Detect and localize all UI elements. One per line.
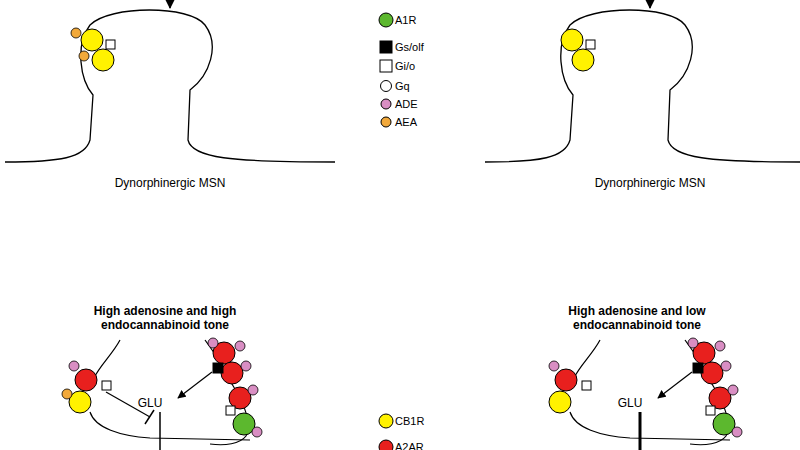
- a2ar-receptor: [229, 387, 251, 409]
- legend-label: A1R: [395, 12, 416, 28]
- ade-ligand: [732, 427, 742, 437]
- ade-ligand: [715, 341, 725, 351]
- gio-protein: [706, 406, 715, 415]
- a2ar-receptor: [701, 362, 723, 384]
- ade-ligand: [248, 385, 258, 395]
- legend-swatch: [379, 13, 393, 27]
- neuron-label: Dynorphinergic MSN: [60, 176, 280, 190]
- neuron-label: Dynorphinergic MSN: [540, 176, 760, 190]
- transmitter-label: GLU: [610, 396, 650, 410]
- legend-label: AEA: [395, 114, 417, 130]
- legend-sample: [378, 114, 394, 130]
- neuron-node: Dynorphinergic MSN: [480, 0, 800, 200]
- aea-ligand: [71, 28, 81, 38]
- ade-ligand: [688, 338, 698, 348]
- inhibition-bar: [145, 410, 154, 424]
- cb1r-receptor: [92, 49, 114, 71]
- cb1r-receptor: [572, 49, 594, 71]
- a2ar-receptor: [75, 369, 97, 391]
- cb1r-receptor: [549, 391, 571, 413]
- legend-label: A2AR: [395, 439, 424, 450]
- release-line: [159, 412, 161, 450]
- neuron-membrane: [485, 10, 800, 162]
- gio-protein: [106, 40, 115, 49]
- synapse-right: [549, 338, 742, 450]
- gio-protein: [586, 40, 595, 49]
- ade-ligand: [208, 338, 218, 348]
- a2ar-receptor: [555, 369, 577, 391]
- aea-ligand: [62, 389, 72, 399]
- legend-sample: [378, 39, 394, 55]
- legend-label: Gq: [395, 78, 410, 94]
- terminal-outline: [205, 340, 248, 445]
- glu-arrow: [658, 372, 692, 398]
- legend-swatch: [381, 117, 391, 127]
- neuron-outline: [480, 0, 800, 200]
- legend-shape: [380, 60, 392, 72]
- legend-sample: [378, 96, 394, 112]
- legend-swatch: [379, 414, 393, 428]
- ade-ligand: [549, 361, 559, 371]
- a1r-receptor: [713, 413, 735, 435]
- legend-label: Gi/o: [395, 58, 415, 74]
- ade-ligand: [252, 427, 262, 437]
- neuron-membrane: [5, 10, 335, 162]
- terminal-outline: [570, 340, 730, 440]
- legend-swatch: [381, 99, 391, 109]
- glu-arrow: [178, 372, 212, 398]
- legend-sample: [378, 413, 394, 429]
- ade-ligand: [235, 341, 245, 351]
- a2ar-receptor: [213, 342, 235, 364]
- input-arrow: [649, 0, 651, 8]
- transmitter-label: GLU: [130, 396, 170, 410]
- gio-protein: [582, 381, 591, 390]
- neuron-node: Dynorphinergic MSN: [0, 0, 340, 200]
- a2ar-receptor: [709, 387, 731, 409]
- legend-label: ADE: [395, 96, 418, 112]
- release-line: [639, 412, 642, 450]
- legend-sample: [378, 12, 394, 28]
- neuron-outline: [0, 0, 340, 200]
- terminal-outline: [685, 340, 728, 445]
- legend-shape: [381, 81, 392, 92]
- legend-label: CB1R: [395, 413, 424, 429]
- legend-swatch: [379, 440, 393, 450]
- panel-heading: High adenosine and low endocannabinoid t…: [532, 304, 742, 332]
- gsolf-protein: [213, 363, 223, 373]
- a1r-receptor: [233, 413, 255, 435]
- gsolf-protein: [693, 363, 703, 373]
- ade-ligand: [728, 385, 738, 395]
- gio-protein: [226, 406, 235, 415]
- panel-heading: High adenosine and high endocannabinoid …: [60, 304, 270, 332]
- terminal-outline: [90, 340, 250, 440]
- synapse-left: [62, 338, 262, 450]
- ade-ligand: [721, 361, 731, 371]
- gio-protein: [102, 381, 111, 390]
- a2ar-receptor: [693, 342, 715, 364]
- cb1r-receptor: [81, 29, 103, 51]
- legend-sample: [378, 58, 394, 74]
- legend-sample: [378, 78, 394, 94]
- legend-label: Gs/olf: [395, 39, 424, 55]
- ade-ligand: [69, 361, 79, 371]
- legend-sample: [378, 439, 394, 450]
- ade-ligand: [241, 361, 251, 371]
- a2ar-receptor: [221, 362, 243, 384]
- cb1r-receptor: [561, 29, 583, 51]
- input-arrow: [169, 0, 171, 8]
- cb1r-receptor: [69, 391, 91, 413]
- legend-swatch: [380, 41, 392, 53]
